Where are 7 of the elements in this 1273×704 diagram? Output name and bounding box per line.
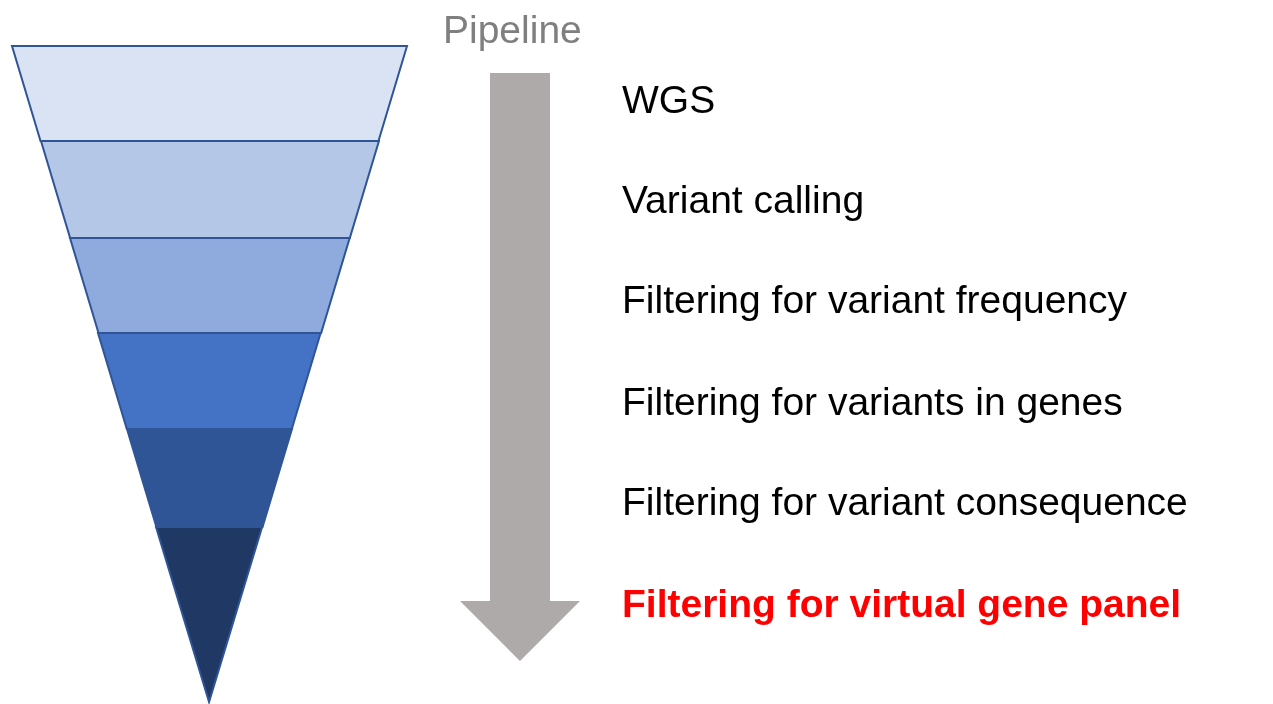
step-label: Filtering for virtual gene panel xyxy=(622,581,1182,627)
step-label: Filtering for variant consequence xyxy=(622,479,1188,525)
step-label: Variant calling xyxy=(622,177,865,223)
step-label: WGS xyxy=(622,77,716,123)
pipeline-label: Pipeline xyxy=(443,7,582,53)
step-label: Filtering for variants in genes xyxy=(622,379,1123,425)
step-label: Filtering for variant frequency xyxy=(622,277,1128,323)
